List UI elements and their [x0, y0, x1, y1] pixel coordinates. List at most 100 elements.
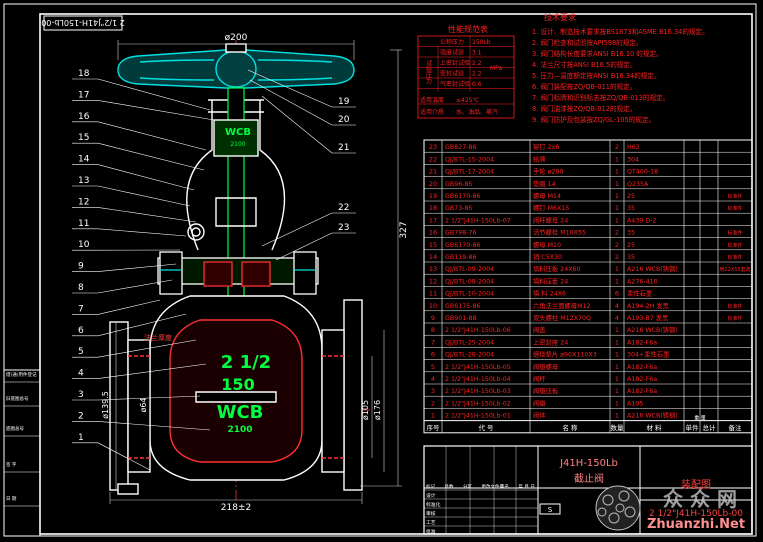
part-name: 阀体 [533, 411, 546, 420]
perf-label: 上密封试验 [440, 59, 470, 67]
part-name: 手轮 ø200 [533, 167, 563, 176]
part-code: GB96-85 [445, 181, 473, 188]
part-qty: 4 [615, 314, 619, 322]
part-qty: 2 [615, 229, 619, 237]
part-no: 14 [429, 253, 437, 261]
tech-item: 1. 设计、制造技术要求按BS1873和ASME B16.34的规定。 [532, 27, 709, 36]
part-material: 35 [627, 205, 635, 212]
part-material: A216 WCB(铸钢) [627, 325, 678, 334]
svg-text:150: 150 [221, 375, 254, 394]
part-qty: 1 [615, 326, 619, 334]
part-no: 8 [431, 326, 435, 334]
part-material: A194-2H 发黑 [627, 301, 669, 310]
part-code: 2 1/2"J41H-150Lb-03 [445, 388, 511, 395]
valve-name: 截止阀 [574, 472, 604, 485]
title-block-cell: 设计 [426, 492, 436, 499]
part-no: 19 [429, 192, 437, 200]
balloon-7: 7 [78, 304, 84, 314]
balloon-1: 1 [78, 433, 84, 443]
yoke-mark-wcb: WCB [225, 127, 251, 138]
dim-length: 218±2 [221, 503, 251, 513]
part-material: 304+柔性石墨 [627, 350, 669, 359]
part-no: 4 [431, 375, 435, 383]
part-code: GB6170-86 [445, 193, 481, 200]
part-no: 9 [431, 314, 435, 322]
part-name: 垫圈 14 [533, 179, 556, 188]
perf-label: 公称压力 [440, 38, 464, 46]
part-no: 5 [431, 363, 435, 371]
part-no: 22 [429, 155, 437, 163]
title-block-cell: 工艺 [426, 520, 436, 526]
part-note: 标准件 [727, 230, 742, 237]
title-block-cell: 标准化 [426, 501, 441, 508]
part-qty: 4 [615, 302, 619, 310]
part-no: 6 [431, 351, 435, 359]
parts-header-cell: 名 称 [562, 423, 578, 432]
part-qty: 1 [615, 204, 619, 212]
drawing-type: 装配图 [681, 478, 711, 491]
title-block-cell: 标记 [426, 483, 435, 490]
balloon-10: 10 [78, 240, 90, 250]
part-name: 阀盖 [533, 325, 546, 334]
part-name: 阀瓣 [533, 398, 546, 407]
balloon-12: 12 [78, 197, 89, 207]
drawing-frame [3, 3, 757, 537]
parts-header-weight: 重 量 [694, 415, 706, 422]
perf-temp-value: ≤425℃ [456, 97, 479, 104]
side-strip-label: 签 字 [6, 461, 17, 468]
watermark: 众 众 网 Zhuanzhi.Net [595, 485, 745, 532]
tech-item: 6. 阀门装配按ZQ/QB-011的规定。 [532, 82, 636, 91]
perf-value: 3.1 [472, 50, 482, 57]
perf-label: 强度试验 [440, 49, 464, 57]
perf-label: 气密封试验 [440, 80, 470, 88]
part-no: 20 [429, 180, 437, 188]
part-qty: 1 [615, 265, 619, 273]
dim-bore: ø64 [139, 397, 148, 412]
part-qty: 1 [615, 180, 619, 188]
title-block-cell: 更改文件号 [482, 483, 505, 490]
perf-title: 性能规范表 [448, 24, 488, 34]
tech-item: 9. 阀门防护及包装按ZQ/GL-105的规定。 [532, 115, 655, 124]
part-name: 螺母 M14 [533, 191, 561, 200]
part-material: A182-F6a [627, 388, 657, 395]
part-code: GB73-85 [445, 205, 473, 212]
part-material: H62 [627, 144, 640, 151]
parts-header-cell: 代 号 [478, 423, 494, 432]
part-code: QJ/BTL-08-2004 [445, 278, 494, 285]
balloon-11: 11 [78, 219, 89, 229]
part-material: A105 [627, 400, 643, 407]
part-material: Q235A [627, 181, 649, 188]
part-material: A276-410 [627, 278, 658, 285]
part-name: 上密封座 24 [533, 337, 568, 346]
part-no: 21 [429, 168, 437, 176]
watermark-cn: 众 众 网 [663, 487, 737, 511]
part-no: 17 [429, 216, 437, 224]
part-material: 柔性石墨 [627, 289, 652, 298]
part-code: 2 1/2"J41H-150Lb-04 [445, 376, 511, 383]
balloon-16: 16 [78, 112, 90, 122]
part-no: 2 [431, 399, 435, 407]
dim-flange-od: ø176 [373, 400, 382, 420]
part-name: 双头螺柱 M12X70Q [533, 313, 591, 322]
part-code: 2 1/2"J41H-150Lb-02 [445, 400, 511, 407]
balloon-9: 9 [78, 262, 84, 272]
part-code: GB6170-86 [445, 242, 481, 249]
part-name: 螺钉 M6X15 [533, 203, 569, 212]
svg-text:WCB: WCB [217, 402, 264, 423]
part-qty: 1 [615, 387, 619, 395]
part-code: QJ/BTL-17-2004 [445, 169, 494, 176]
part-name: 六角法兰面螺母M12 [533, 301, 591, 310]
balloon-22: 22 [338, 203, 349, 213]
part-qty: 6 [615, 290, 619, 298]
tech-title: 技术要求 [544, 12, 576, 22]
part-code: 2 1/2"J41H-150Lb-07 [445, 217, 511, 224]
balloon-2: 2 [78, 411, 84, 421]
parts-header-cell: 单件 [686, 423, 700, 432]
part-qty: 1 [615, 363, 619, 371]
part-name: 填料压套 24 [533, 276, 568, 285]
part-code: 2 1/2"J41H-150Lb-06 [445, 327, 511, 334]
part-name: 螺母 M10 [533, 240, 561, 249]
balloon-17: 17 [78, 90, 89, 100]
